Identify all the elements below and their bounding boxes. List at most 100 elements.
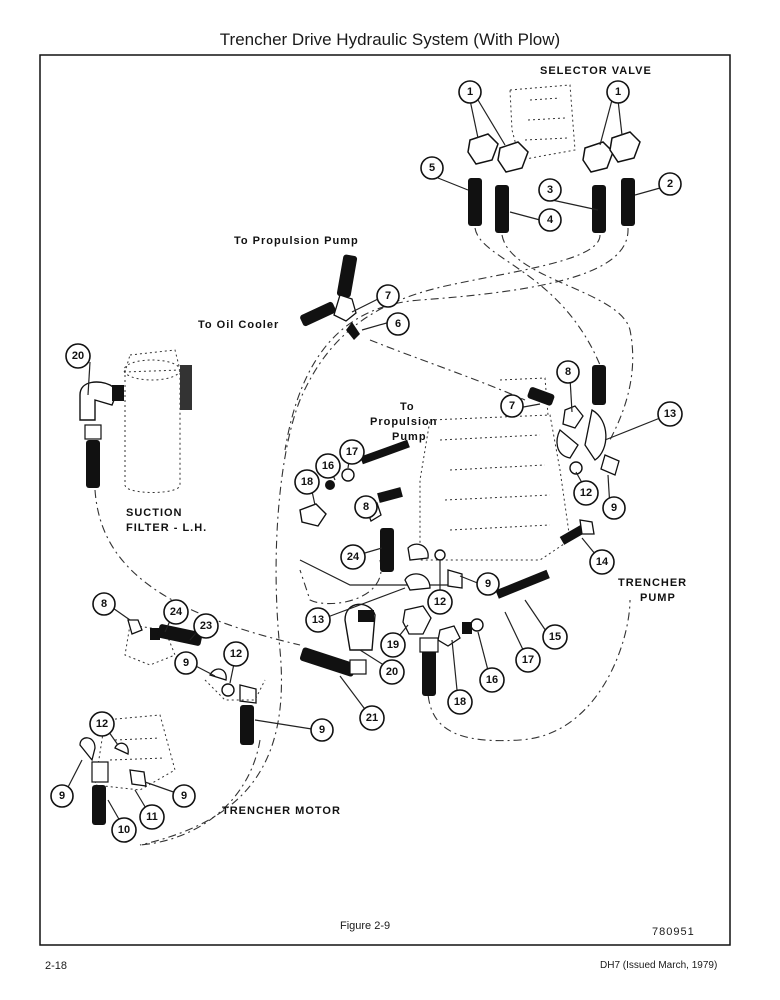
- svg-text:17: 17: [346, 446, 358, 458]
- svg-text:20: 20: [386, 666, 398, 678]
- svg-text:12: 12: [230, 648, 242, 660]
- svg-text:1: 1: [467, 86, 473, 98]
- page-number: 2-18: [45, 960, 68, 972]
- svg-text:12: 12: [580, 487, 592, 499]
- svg-text:9: 9: [183, 657, 189, 669]
- callout-7: 7: [500, 394, 524, 418]
- label-propulsion: Propulsion: [370, 416, 437, 428]
- label-filter-lh: FILTER - L.H.: [126, 522, 207, 534]
- figure-frame: [39, 54, 731, 946]
- callout-12: 12: [89, 711, 115, 737]
- callout-8: 8: [92, 592, 116, 616]
- svg-text:16: 16: [486, 674, 498, 686]
- svg-text:6: 6: [395, 318, 401, 330]
- callout-9: 9: [476, 572, 500, 596]
- label-to-propulsion-pump: To Propulsion Pump: [234, 235, 359, 247]
- fittings-right-pump: [527, 387, 620, 545]
- callout-18: 18: [294, 469, 320, 495]
- svg-text:18: 18: [301, 476, 313, 488]
- svg-text:8: 8: [101, 598, 107, 610]
- callout-24: 24: [163, 599, 189, 625]
- callout-12: 12: [573, 480, 599, 506]
- callout-21: 21: [359, 705, 385, 731]
- svg-text:2: 2: [667, 178, 673, 190]
- callout-24: 24: [340, 544, 366, 570]
- figure-caption: Figure 2-9: [340, 920, 391, 932]
- callout-9: 9: [172, 784, 196, 808]
- svg-text:9: 9: [485, 578, 491, 590]
- svg-text:24: 24: [170, 606, 183, 618]
- page-title: Trencher Drive Hydraulic System (With Pl…: [219, 30, 561, 49]
- svg-text:14: 14: [596, 556, 609, 568]
- svg-text:3: 3: [547, 184, 553, 196]
- svg-text:19: 19: [387, 639, 399, 651]
- selector-hoses: [468, 178, 635, 405]
- callout-2: 2: [658, 172, 682, 196]
- callout-6: 6: [386, 312, 410, 336]
- callout-10: 10: [111, 817, 137, 843]
- fittings-lower-string: [299, 543, 550, 696]
- callout-23: 23: [193, 613, 219, 639]
- callout-4: 4: [538, 208, 562, 232]
- callout-8: 8: [556, 360, 580, 384]
- svg-text:24: 24: [347, 551, 360, 563]
- callout-9: 9: [50, 784, 74, 808]
- svg-text:8: 8: [565, 366, 571, 378]
- elbow-fittings-top: [467, 131, 641, 173]
- trencher-motor: [79, 714, 176, 825]
- svg-text:17: 17: [522, 654, 534, 666]
- callout-7: 7: [376, 284, 400, 308]
- callout-16: 16: [315, 453, 341, 479]
- label-suction: SUCTION: [126, 507, 183, 519]
- label-pump-2: PUMP: [640, 592, 676, 604]
- callout-20: 20: [379, 659, 405, 685]
- svg-text:13: 13: [312, 614, 324, 626]
- callout-1: 1: [458, 80, 482, 104]
- svg-text:9: 9: [611, 502, 617, 514]
- callout-20: 20: [65, 343, 91, 369]
- diagram-labels: SELECTOR VALVE To Propulsion Pump To Oil…: [126, 65, 687, 817]
- svg-text:7: 7: [385, 290, 391, 302]
- callout-9: 9: [602, 496, 626, 520]
- fittings-left-pump: [299, 439, 410, 572]
- callout-17: 17: [515, 647, 541, 673]
- suction-filter: [79, 349, 192, 493]
- label-to-oil-cooler: To Oil Cooler: [198, 319, 279, 331]
- label-trencher: TRENCHER: [618, 577, 687, 589]
- svg-text:1: 1: [615, 86, 621, 98]
- svg-text:10: 10: [118, 824, 130, 836]
- issue-note: DH7 (Issued March, 1979): [600, 960, 718, 971]
- callout-3: 3: [538, 178, 562, 202]
- svg-text:11: 11: [146, 811, 158, 823]
- svg-text:20: 20: [72, 350, 84, 362]
- label-trencher-motor: TRENCHER MOTOR: [222, 805, 341, 817]
- callout-9: 9: [174, 651, 198, 675]
- trencher-pump: [419, 377, 571, 561]
- callout-19: 19: [380, 632, 406, 658]
- label-to: To: [400, 401, 415, 413]
- callout-17: 17: [339, 439, 365, 465]
- selector-valve: [509, 84, 576, 161]
- callout-9: 9: [310, 718, 334, 742]
- svg-text:9: 9: [181, 790, 187, 802]
- callout-1: 1: [606, 80, 630, 104]
- callout-11: 11: [139, 804, 165, 830]
- svg-text:7: 7: [509, 400, 515, 412]
- svg-text:13: 13: [664, 408, 676, 420]
- callout-18: 18: [447, 689, 473, 715]
- callout-5: 5: [420, 156, 444, 180]
- callout-14: 14: [589, 549, 615, 575]
- propulsion-tee: [300, 254, 360, 340]
- svg-text:9: 9: [59, 790, 65, 802]
- motor-fittings: [124, 619, 266, 745]
- callout-15: 15: [542, 624, 568, 650]
- callout-16: 16: [479, 667, 505, 693]
- callout-12: 12: [223, 641, 249, 667]
- svg-text:21: 21: [366, 712, 378, 724]
- svg-text:15: 15: [549, 631, 561, 643]
- document-number: 780951: [652, 926, 695, 938]
- svg-text:23: 23: [200, 620, 212, 632]
- svg-text:8: 8: [363, 501, 369, 513]
- svg-text:5: 5: [429, 162, 435, 174]
